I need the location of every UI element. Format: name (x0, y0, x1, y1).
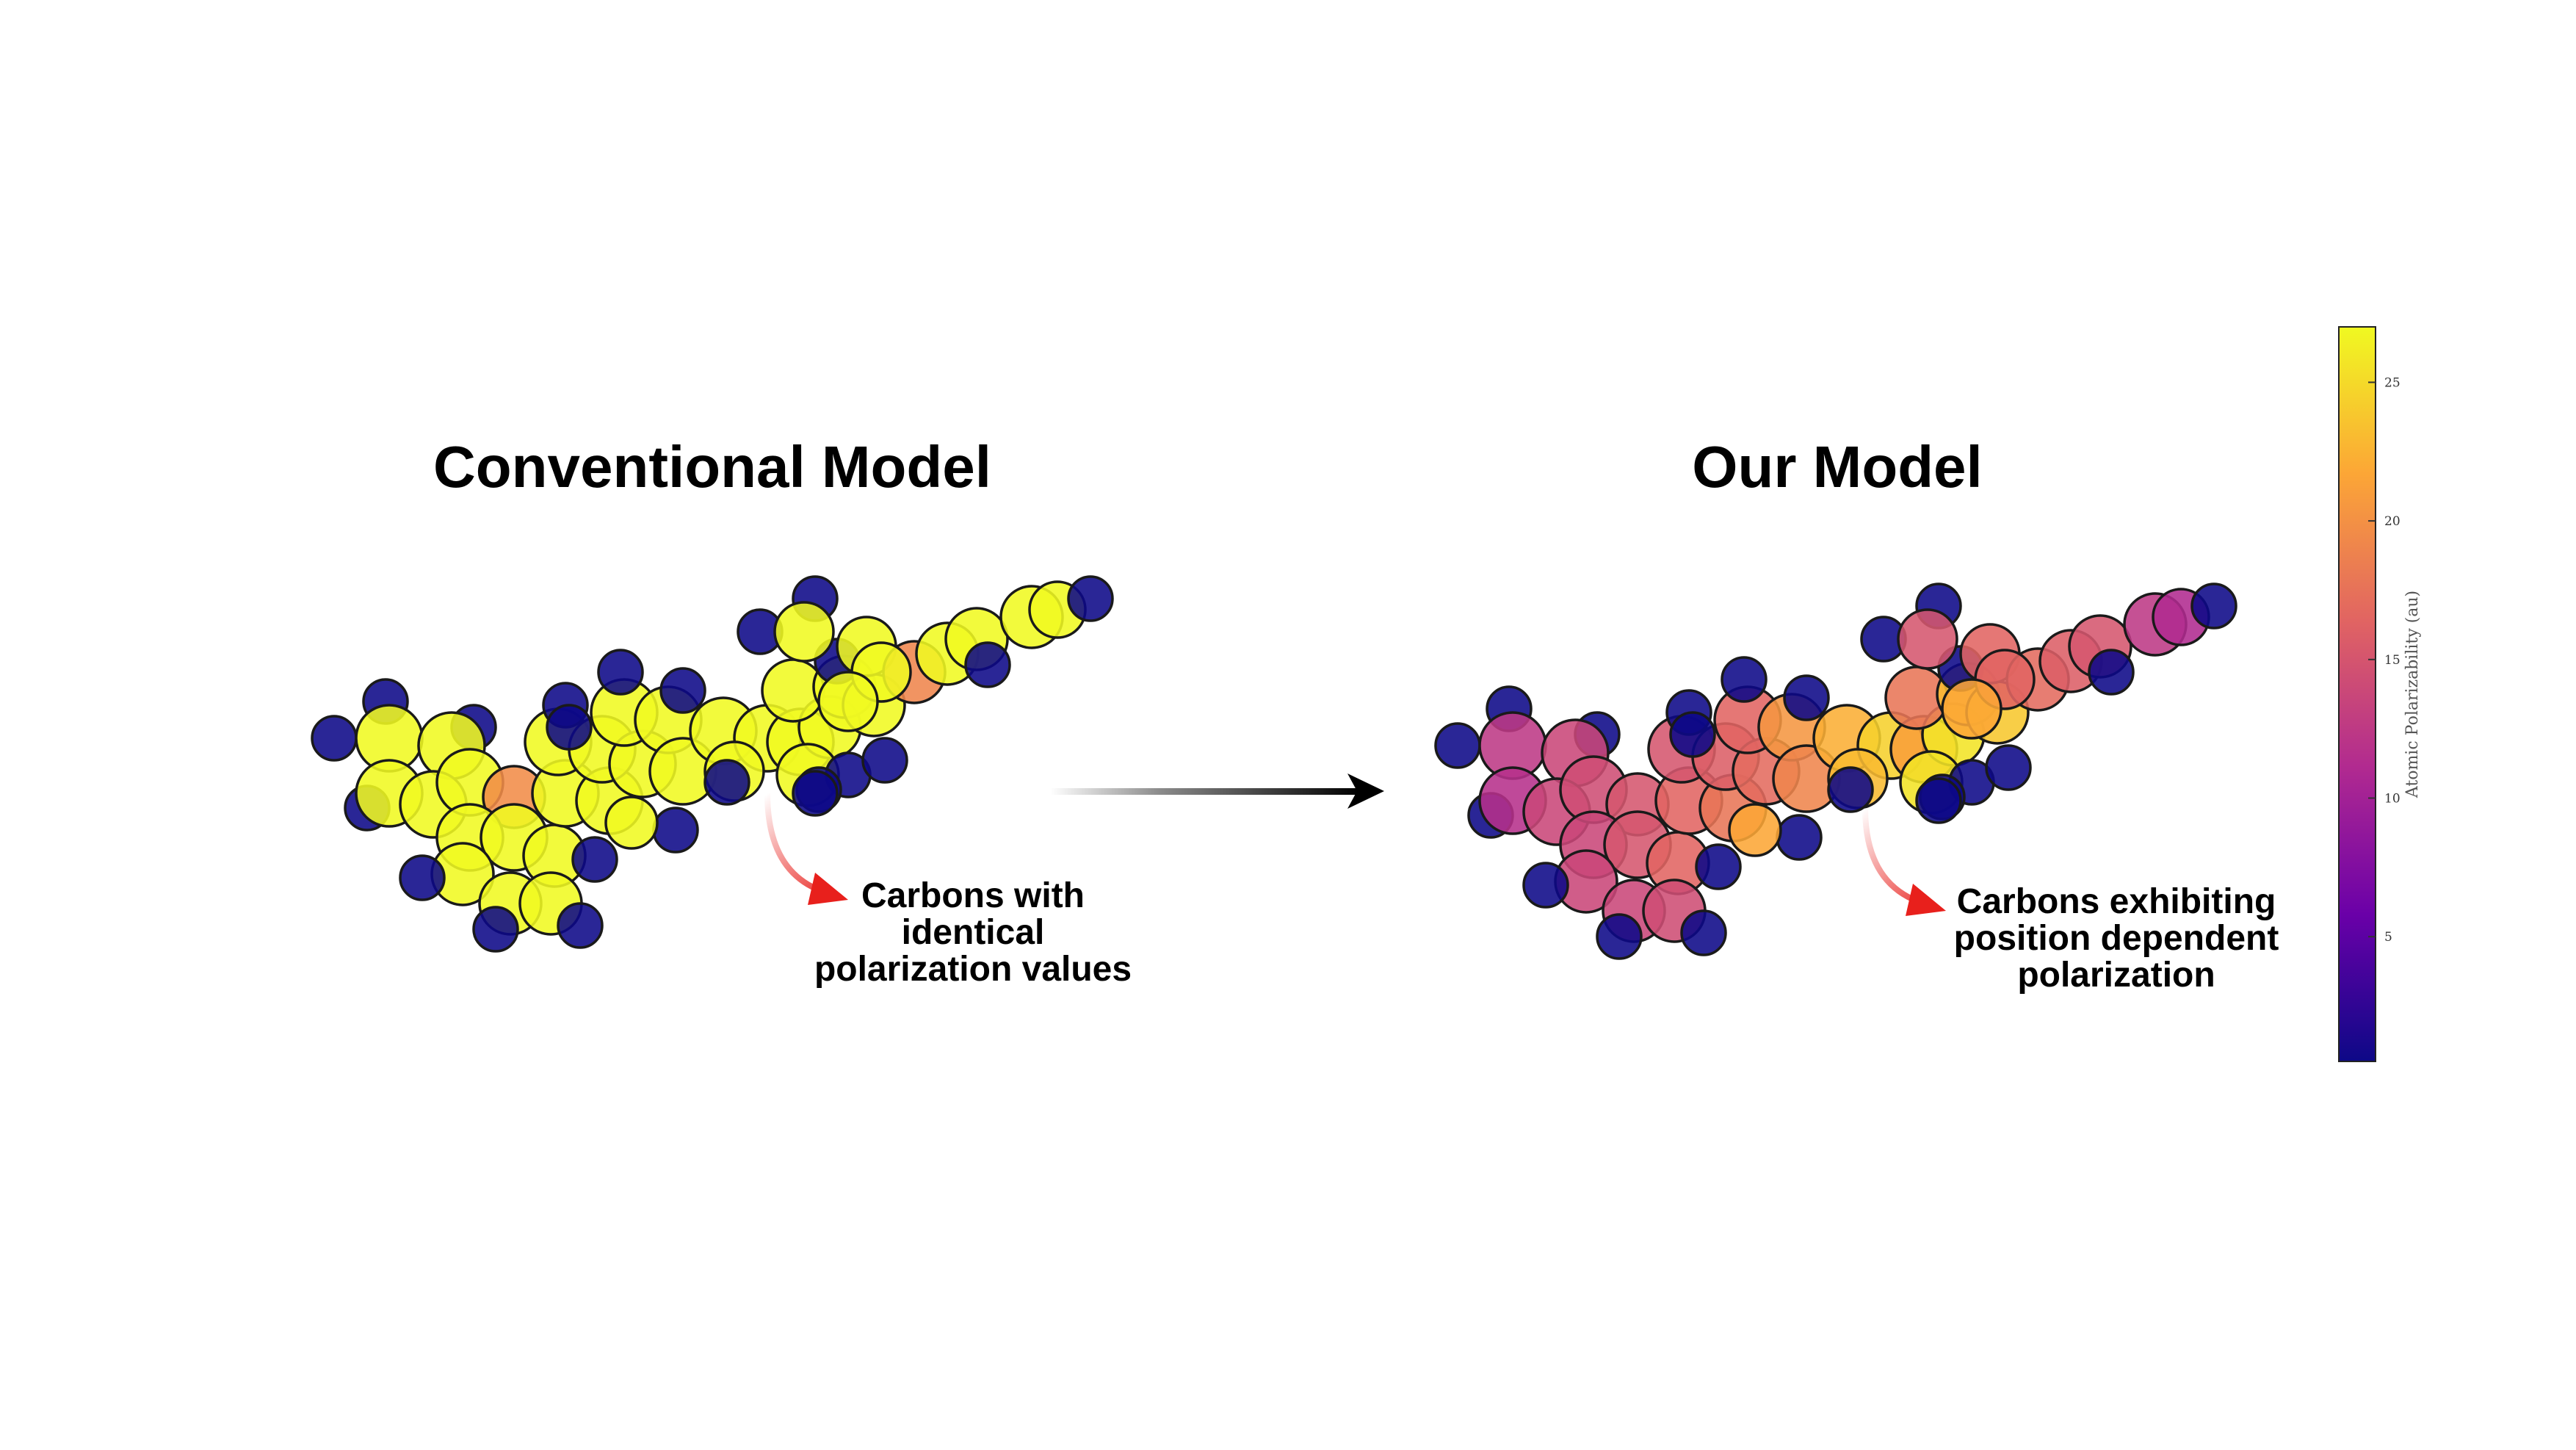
hydrogen-atom (597, 649, 644, 696)
conventional-model-title: Conventional Model (433, 434, 991, 499)
colorbar-tick-label: 10 (2384, 792, 2400, 807)
hydrogen-atom (571, 836, 618, 883)
hydrogen-atom (546, 704, 593, 751)
carbon-atom (773, 601, 835, 663)
colorbar-gradient (2338, 326, 2376, 1062)
transition-arrow (1050, 773, 1384, 809)
hydrogen-atom (1915, 777, 1962, 824)
annotation-arrow-right (1862, 807, 1946, 916)
hydrogen-atom (1721, 656, 1768, 703)
hydrogen-atom (399, 854, 446, 901)
annotation-right-line-3: polarization (2017, 956, 2215, 995)
carbon-atom (817, 671, 879, 732)
our-model-title: Our Model (1692, 434, 1983, 499)
carbon-atom (1941, 678, 2002, 740)
hydrogen-atom (703, 759, 750, 806)
hydrogen-atom (1522, 862, 1569, 909)
colorbar-ticks: 5 10 15 20 25 (2368, 375, 2400, 945)
hydrogen-atom (1669, 711, 1716, 758)
annotation-position-dependent: Carbons exhibiting position dependent po… (1954, 884, 2279, 994)
annotation-arrow-left (764, 793, 848, 905)
hydrogen-atom (2088, 649, 2135, 696)
annotation-left-line-1: Carbons with (861, 876, 1085, 915)
hydrogen-atom (1067, 575, 1114, 622)
hydrogen-atom (1827, 766, 1874, 813)
colorbar-tick-label: 20 (2384, 514, 2400, 529)
hydrogen-atom (1680, 909, 1727, 956)
annotation-left-line-3: polarization values (814, 950, 1132, 989)
hydrogen-atom (659, 667, 706, 714)
hydrogen-atom (1985, 744, 2032, 791)
hydrogen-atom (2190, 582, 2237, 630)
colorbar-tick-label: 5 (2384, 930, 2392, 945)
carbon-atom (604, 796, 659, 850)
colorbar-tick-label: 25 (2384, 375, 2400, 390)
annotation-identical-polarization: Carbons with identical polarization valu… (814, 878, 1132, 988)
annotation-right-line-2: position dependent (1953, 919, 2279, 958)
hydrogen-atom (557, 902, 604, 949)
hydrogen-atom (1695, 843, 1742, 890)
hydrogen-atom (1783, 674, 1830, 721)
annotation-right-line-1: Carbons exhibiting (1956, 882, 2276, 921)
carbon-atom (1728, 803, 1782, 857)
colorbar-tick-label: 15 (2384, 653, 2400, 668)
hydrogen-atom (472, 906, 519, 953)
hydrogen-atom (964, 641, 1011, 688)
hydrogen-atom (792, 770, 839, 817)
annotation-left-line-2: identical (901, 913, 1045, 952)
hydrogen-atom (1596, 913, 1643, 960)
carbon-atom (1897, 608, 1958, 670)
colorbar-label: Atomic Polarizability (au) (2403, 591, 2422, 798)
hydrogen-atom (861, 737, 908, 784)
